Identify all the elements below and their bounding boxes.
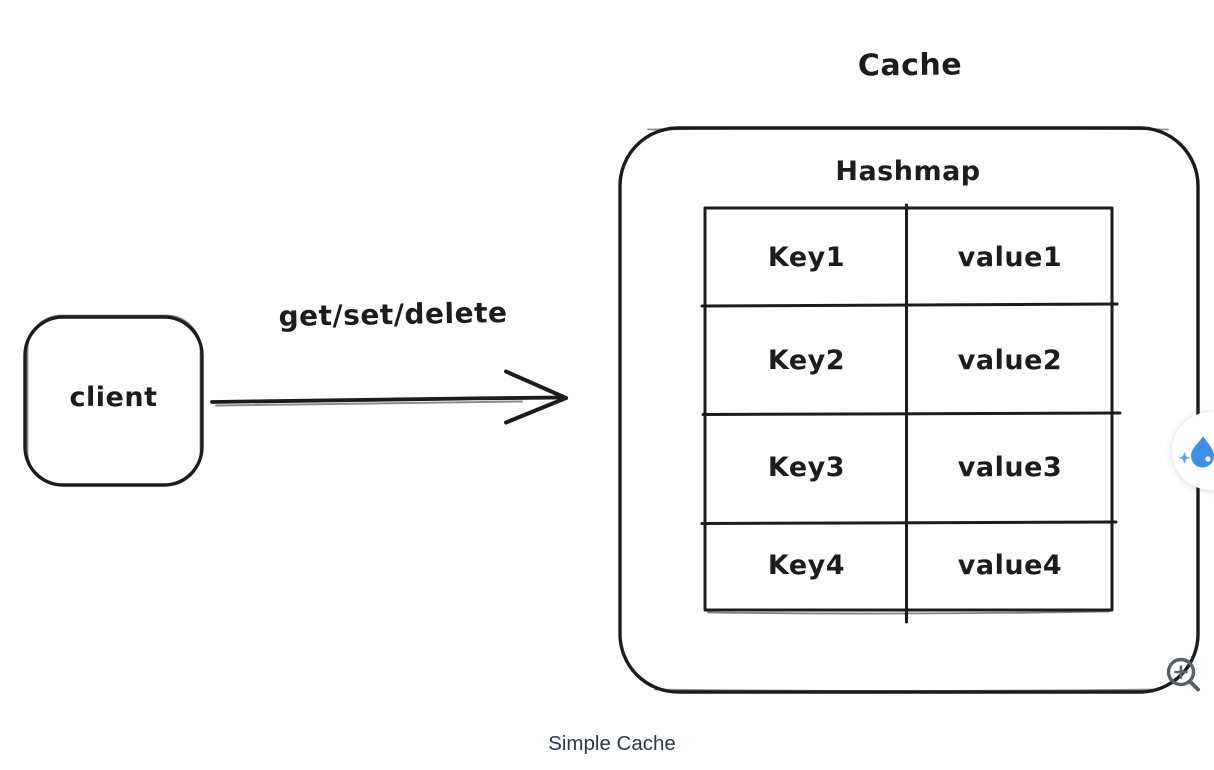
hashmap-cell-key: Key4 — [767, 550, 846, 581]
diagram-caption: Simple Cache — [548, 732, 676, 755]
magnifier-plus-icon — [1166, 657, 1200, 692]
arrow-label: get/set/delete — [278, 296, 508, 333]
zoom-in-button[interactable] — [1160, 652, 1206, 698]
hashmap-cell-value: value3 — [957, 452, 1063, 483]
client-box-shape — [23, 314, 204, 487]
client-label: client — [69, 382, 158, 413]
hashmap-table-grid — [700, 203, 1122, 624]
hashmap-cell-key: Key1 — [767, 242, 846, 273]
droplet-extension-button[interactable] — [1172, 412, 1214, 490]
hashmap-cell-key: Key2 — [767, 345, 846, 376]
hashmap-cell-value: value4 — [957, 550, 1063, 581]
hashmap-cell-value: value2 — [957, 345, 1063, 376]
hashmap-cell-key: Key3 — [767, 452, 846, 483]
droplet-sparkle-icon — [1178, 436, 1214, 468]
cache-title: Cache — [857, 47, 963, 84]
hashmap-title: Hashmap — [835, 156, 981, 187]
hashmap-cell-value: value1 — [957, 242, 1063, 273]
cache-box-shape — [618, 126, 1200, 694]
arrow-shape — [210, 369, 568, 425]
